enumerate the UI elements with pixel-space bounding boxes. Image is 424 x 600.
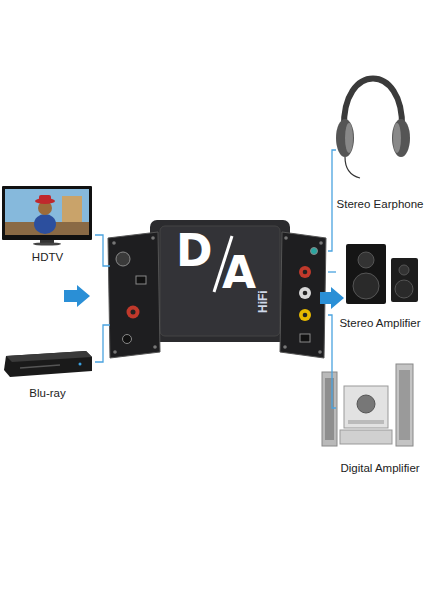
amplifier-system-illustration — [322, 364, 413, 446]
rca-pin — [303, 313, 308, 318]
coaxial-port-pin — [131, 310, 136, 315]
amplifier-panel — [348, 420, 384, 424]
amplifier-speaker — [357, 395, 375, 413]
screw — [112, 241, 116, 245]
dac-illustration — [108, 220, 326, 358]
amplifier-base — [340, 430, 392, 444]
screw — [113, 350, 117, 354]
logo-letter: D — [176, 229, 213, 273]
node-caption: Blu-ray — [0, 386, 95, 400]
bluray-tray — [20, 365, 60, 368]
amplifier-unit — [344, 386, 388, 428]
headphone-jack — [311, 248, 318, 255]
screw — [283, 345, 287, 349]
signal-connector — [328, 271, 336, 272]
dac-body — [150, 220, 290, 342]
tv-bezel — [2, 186, 92, 240]
tv-illustration — [2, 186, 92, 246]
rca-pin — [303, 291, 308, 296]
rca-pin — [303, 270, 308, 275]
coaxial-out — [299, 309, 311, 321]
tv-scene-building — [62, 196, 82, 222]
tower-grille — [399, 370, 410, 440]
tower-speaker — [396, 364, 413, 446]
flow-arrow — [64, 285, 90, 307]
optical-out — [300, 334, 310, 342]
screw — [153, 345, 157, 349]
bluray-illustration — [4, 351, 92, 377]
source-node: Blu-ray — [0, 345, 95, 400]
bluray-top — [6, 351, 92, 362]
ear-pad — [345, 123, 353, 153]
dac-top — [160, 226, 280, 336]
signal-connector — [95, 235, 110, 266]
tweeter — [399, 265, 409, 275]
node-caption: Digital Amplifier — [336, 461, 424, 475]
headband — [344, 79, 402, 129]
node-caption: Stereo Earphone — [336, 197, 424, 211]
headphone-illustration — [336, 79, 410, 179]
screw — [319, 241, 323, 245]
input-panel — [108, 232, 160, 358]
flow-arrow — [320, 287, 344, 309]
output-node: Stereo Earphone — [336, 55, 424, 211]
output-node: Stereo Amplifier — [336, 240, 424, 330]
tweeter — [358, 252, 374, 268]
ear-pad — [393, 123, 401, 153]
signal-connector — [328, 315, 336, 408]
output-panel — [280, 232, 326, 358]
source-node: HDTV — [0, 180, 95, 264]
speaker-cabinet — [346, 244, 386, 304]
rca-left — [299, 287, 311, 299]
bluray-body — [4, 351, 92, 377]
logo-letter: A — [222, 251, 256, 295]
speaker-cabinet — [391, 258, 418, 302]
rca-right — [299, 266, 311, 278]
node-caption: Stereo Amplifier — [336, 316, 424, 330]
signal-connector — [328, 150, 336, 251]
tv-scene-coat — [34, 214, 56, 234]
tower-speaker — [322, 372, 337, 446]
screw — [151, 236, 155, 240]
tv-screen — [5, 189, 89, 235]
node-caption: HDTV — [0, 250, 95, 264]
dac-node: DAHiFi — [110, 215, 328, 360]
signal-connector — [95, 325, 110, 362]
headphone-cable — [345, 157, 360, 178]
woofer — [353, 273, 379, 299]
ear-cup — [336, 119, 354, 157]
woofer — [395, 280, 413, 298]
brand-label: HiFi — [256, 290, 270, 313]
power-port — [123, 335, 132, 344]
volume-knob — [116, 252, 130, 266]
screw — [318, 350, 322, 354]
output-node: Digital Amplifier — [336, 360, 424, 475]
optical-port — [136, 276, 146, 284]
speaker-illustration — [346, 244, 418, 304]
tower-grille — [325, 378, 334, 440]
bluray-led — [79, 363, 82, 366]
coaxial-port — [127, 306, 140, 319]
ear-cup — [392, 119, 410, 157]
tv-scene-hat — [39, 195, 51, 201]
tv-base — [33, 242, 61, 245]
screw — [284, 236, 288, 240]
